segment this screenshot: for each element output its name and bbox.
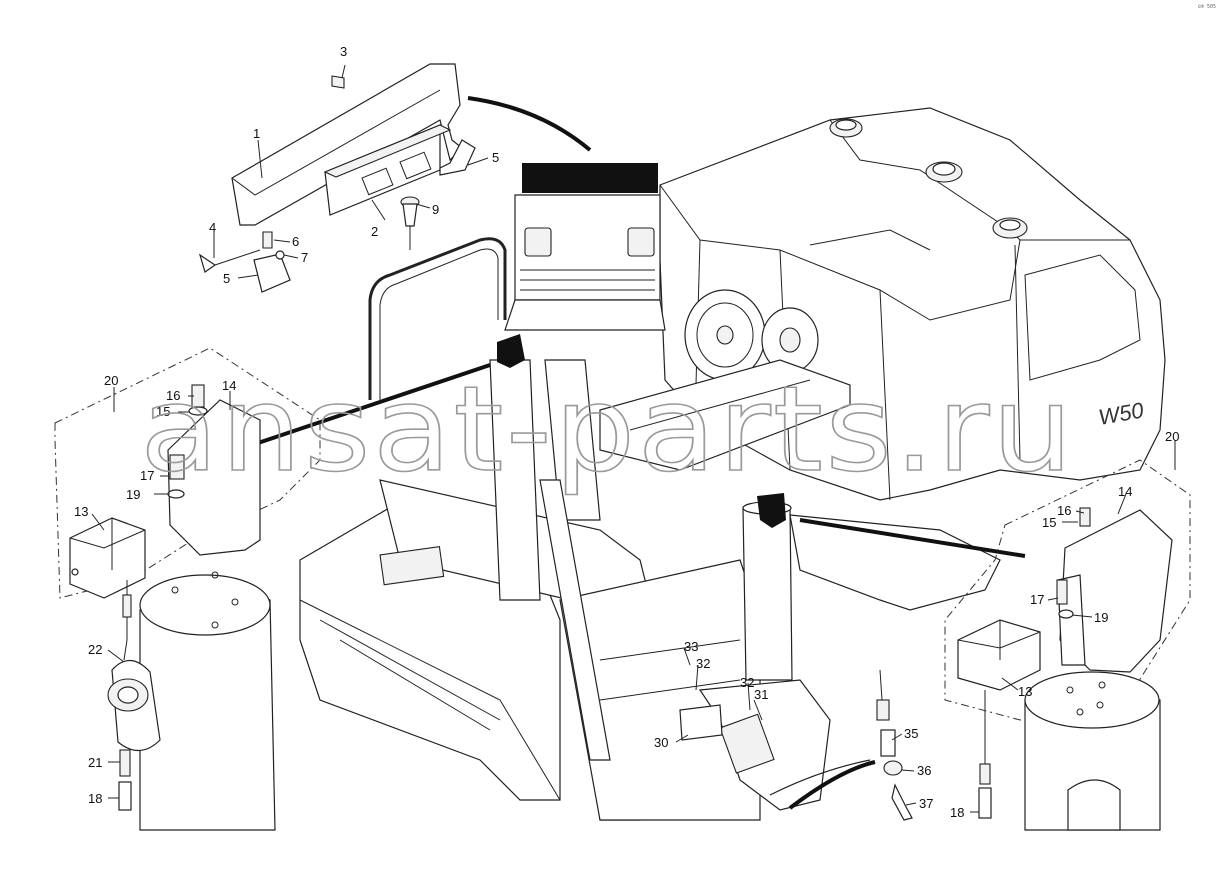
callout-18-left: 18 [88, 791, 102, 806]
callout-7: 7 [301, 250, 308, 265]
machine-body: W50 [599, 107, 1166, 501]
callout-14-right: 14 [1118, 484, 1132, 499]
callout-15-left: 15 [156, 404, 170, 419]
left-sensor-assembly [54, 347, 321, 831]
operator-panel [504, 163, 666, 331]
corner-mark: ©® 505 [1197, 4, 1216, 10]
callout-32-upper: 32 [696, 656, 710, 671]
chassis [299, 237, 1001, 821]
callout-31: 31 [754, 687, 768, 702]
leader-swooshes [257, 96, 1026, 810]
callout-14-left: 14 [222, 378, 236, 393]
callout-19-left: 19 [126, 487, 140, 502]
control-box-assembly [198, 63, 476, 293]
callout-6: 6 [292, 234, 299, 249]
callout-3: 3 [340, 44, 347, 59]
callout-33: 33 [684, 639, 698, 654]
callout-13-left: 13 [74, 504, 88, 519]
callout-21: 21 [88, 755, 102, 770]
right-sensor-assembly [944, 459, 1191, 831]
callout-20-right: 20 [1165, 429, 1179, 444]
callout-16-left: 16 [166, 388, 180, 403]
callout-37: 37 [919, 796, 933, 811]
callout-1: 1 [253, 126, 260, 141]
callout-32-lower: 32 [740, 675, 754, 690]
callout-35: 35 [904, 726, 918, 741]
watermark: ansat-parts.ru [140, 360, 1075, 498]
callout-18-right: 18 [950, 805, 964, 820]
callout-16-right: 16 [1057, 503, 1071, 518]
callout-19-right: 19 [1094, 610, 1108, 625]
callout-5-top: 5 [492, 150, 499, 165]
callout-36: 36 [917, 763, 931, 778]
callout-17-left: 17 [140, 468, 154, 483]
callout-22: 22 [88, 642, 102, 657]
callout-15-right: 15 [1042, 515, 1056, 530]
callout-4: 4 [209, 220, 216, 235]
callout-13-right: 13 [1018, 684, 1032, 699]
lower-cable-parts [876, 669, 913, 821]
callout-30: 30 [654, 735, 668, 750]
leader-lines [91, 64, 1176, 813]
callout-9: 9 [432, 202, 439, 217]
callout-20-left: 20 [104, 373, 118, 388]
callout-17-right: 17 [1030, 592, 1044, 607]
callout-labels: 1 2 3 4 5 5 6 7 9 13 13 14 14 15 15 16 1… [74, 44, 1179, 820]
callout-5-left: 5 [223, 271, 230, 286]
callout-2: 2 [371, 224, 378, 239]
